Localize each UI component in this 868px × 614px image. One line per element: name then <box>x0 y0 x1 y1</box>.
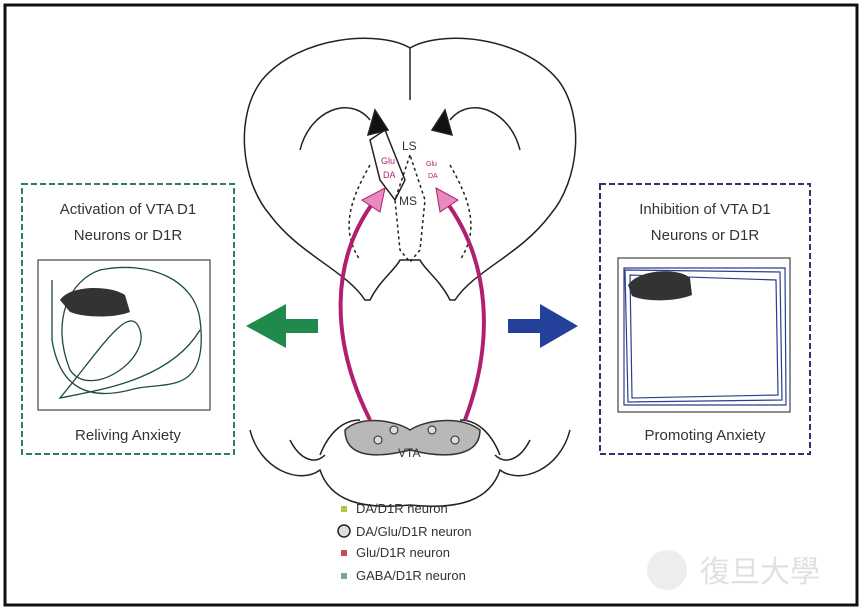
arrowhead-left <box>361 187 386 213</box>
movement-trace <box>51 266 202 399</box>
brain-section <box>243 37 577 301</box>
right-panel-title-line1: Inhibition of VTA D1 <box>639 201 770 218</box>
da-glu-d1r-icon <box>337 524 351 538</box>
left-panel-title-line2: Neurons or D1R <box>74 227 183 244</box>
open-field-arena <box>37 259 211 411</box>
svg-text:Glu/D1R neuron: Glu/D1R neuron <box>356 545 450 560</box>
da-left-label: DA <box>383 170 396 180</box>
neuron-marker <box>373 435 383 445</box>
left-panel-title-line1: Activation of VTA D1 <box>60 201 196 218</box>
movement-trace <box>623 267 787 406</box>
projection-arrows <box>338 198 486 421</box>
legend-item: DA/D1R neuron <box>341 501 448 516</box>
svg-text:DA/D1R neuron: DA/D1R neuron <box>356 501 448 516</box>
mouse-icon <box>628 271 692 301</box>
svg-text:DA/Glu/D1R neuron: DA/Glu/D1R neuron <box>356 524 472 539</box>
projection-arrow-left <box>338 198 377 421</box>
svg-text:GABA/D1R neuron: GABA/D1R neuron <box>356 568 466 583</box>
gaba-d1r-icon <box>341 573 347 579</box>
glu-left-label: Glu <box>381 156 395 166</box>
watermark-logo: 復旦大學 <box>647 550 820 590</box>
midbrain-section <box>249 419 571 507</box>
green-arrow-left <box>246 304 318 348</box>
ms-label: MS <box>399 194 417 208</box>
right-panel-title-line2: Neurons or D1R <box>651 227 760 244</box>
legend-item: DA/Glu/D1R neuron <box>337 524 472 539</box>
da-d1r-icon <box>341 506 347 512</box>
right-panel-caption: Promoting Anxiety <box>645 427 766 444</box>
arrowhead-right <box>435 187 459 213</box>
right-panel: Inhibition of VTA D1 Neurons or D1R Prom… <box>599 183 811 455</box>
da-right-label: DA <box>428 173 438 180</box>
left-panel: Activation of VTA D1 Neurons or D1R Reli… <box>21 183 235 455</box>
legend-item: Glu/D1R neuron <box>341 545 450 560</box>
blue-arrow-right <box>508 304 578 348</box>
legend: DA/D1R neuron DA/Glu/D1R neuron Glu/D1R … <box>337 501 472 583</box>
mouse-icon <box>60 288 130 317</box>
neuron-marker <box>450 435 460 445</box>
glu-right-label: Glu <box>426 161 437 168</box>
vta-region: VTA <box>344 419 481 460</box>
projection-arrow-right <box>443 198 486 421</box>
legend-item: GABA/D1R neuron <box>341 568 466 583</box>
vta-label: VTA <box>398 446 420 460</box>
left-panel-caption: Reliving Anxiety <box>75 427 181 444</box>
ls-label: LS <box>402 139 417 153</box>
neuron-marker <box>427 425 437 435</box>
neuron-marker <box>389 425 399 435</box>
glu-d1r-icon <box>341 550 347 556</box>
svg-text:復旦大學: 復旦大學 <box>700 555 820 590</box>
